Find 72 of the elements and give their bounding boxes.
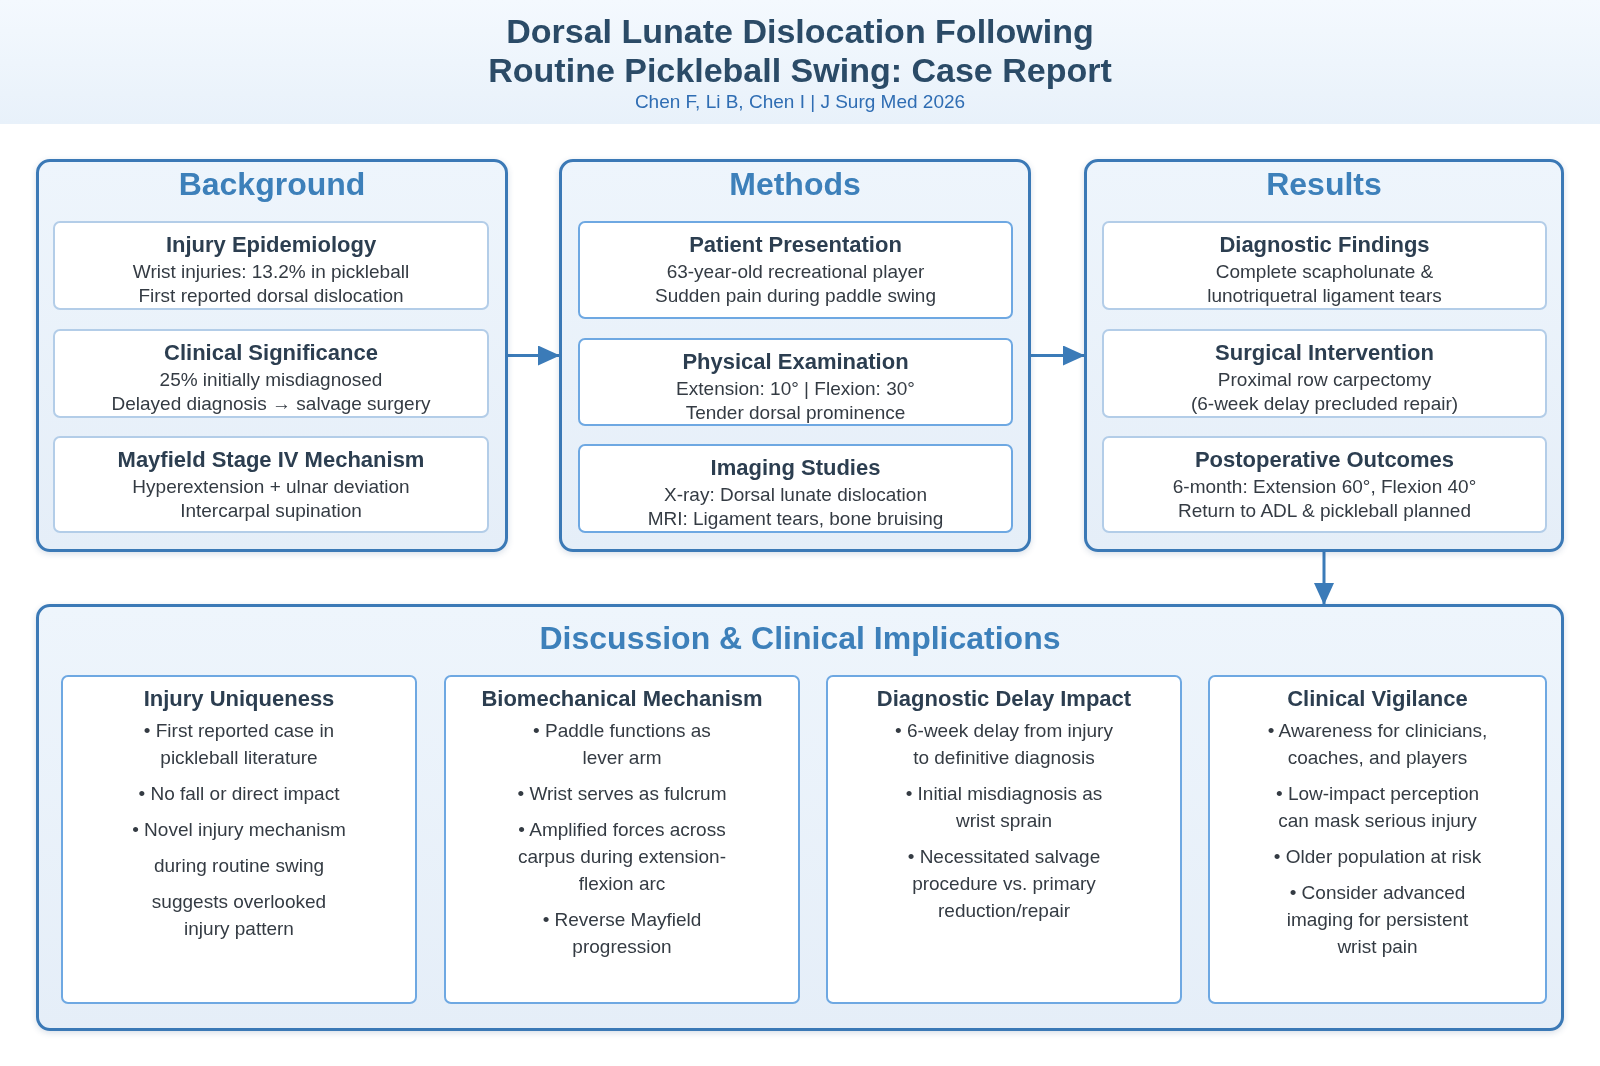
bullet-point: • Paddle functions as lever arm (532, 719, 712, 770)
content-card (61, 675, 417, 1004)
bullet-point: • Necessitated salvage procedure vs. primary reduction/repair (906, 845, 1102, 923)
content-card (1208, 675, 1547, 1004)
bullet-point: • Awareness for clinicians, coaches, and players (1266, 719, 1489, 770)
bullet-point: • First reported case in pickleball literature (142, 719, 336, 770)
arrow (1031, 345, 1085, 366)
card-text: Complete scapholunate & lunotriquetral ligament tears (1206, 260, 1443, 308)
card-heading: Physical Examination (682, 348, 909, 376)
card-heading: Clinical Vigilance (1287, 685, 1468, 713)
bullet-point: • Reverse Mayfield progression (541, 908, 703, 959)
section-heading: Background (177, 165, 367, 203)
bullet-point: during routine swing (153, 854, 324, 878)
card-heading: Patient Presentation (689, 231, 902, 259)
card-text: X-ray: Dorsal lunate dislocation (664, 483, 927, 507)
card-heading: Clinical Significance (164, 339, 378, 367)
section-heading: Discussion & Clinical Implications (538, 619, 1062, 657)
section-panel (36, 604, 1564, 1031)
card-text: Tender dorsal prominence (685, 401, 906, 425)
bullet-point: • Consider advanced imaging for persistent wrist pain (1285, 881, 1470, 959)
card-heading: Postoperative Outcomes (1194, 446, 1455, 474)
card-text: 63-year-old recreational player (666, 260, 925, 284)
section-panel (1084, 159, 1564, 552)
content-card (1102, 329, 1547, 418)
bullet-point: suggests overlooked injury pattern (150, 890, 328, 941)
card-heading: Imaging Studies (710, 454, 881, 482)
bullet-point: • Older population at risk (1273, 845, 1482, 869)
bullet-point: • Initial misdiagnosis as wrist sprain (904, 782, 1104, 833)
card-text: Return to ADL & pickleball planned (1178, 499, 1471, 523)
card-text: Proximal row carpectomy (1217, 368, 1432, 392)
author-citation: Chen F, Li B, Chen I | J Surg Med 2026 (634, 90, 966, 113)
card-heading: Surgical Intervention (1215, 339, 1434, 367)
card-text: Intercarpal supination (180, 499, 362, 523)
arrow (508, 345, 560, 366)
content-card (1102, 436, 1547, 533)
card-text: Delayed diagnosis → salvage surgery (111, 392, 431, 416)
card-text: 6-month: Extension 60°, Flexion 40° (1172, 475, 1477, 499)
section-panel (36, 159, 508, 552)
card-text: Sudden pain during paddle swing (655, 284, 936, 308)
content-card (53, 436, 489, 533)
card-text: Extension: 10° | Flexion: 30° (676, 377, 915, 401)
bullet-point: • No fall or direct impact (138, 782, 340, 806)
card-text: 25% initially misdiagnosed (159, 368, 383, 392)
card-text: MRI: Ligament tears, bone bruising (647, 507, 944, 531)
content-card (578, 221, 1013, 319)
content-card (444, 675, 800, 1004)
card-text: Hyperextension + ulnar deviation (132, 475, 410, 499)
section-heading: Results (1265, 165, 1383, 203)
card-text: Wrist injuries: 13.2% in pickleball (132, 260, 410, 284)
bullet-point: • Amplified forces across carpus during extension-flexion arc (516, 818, 728, 896)
section-panel (559, 159, 1031, 552)
card-heading: Biomechanical Mechanism (481, 685, 763, 713)
content-card (53, 221, 489, 310)
bullet-point: • Wrist serves as fulcrum (517, 782, 727, 806)
card-text: First reported dorsal dislocation (138, 284, 404, 308)
bullet-point: • 6-week delay from injury to definitive diagnosis (894, 719, 1114, 770)
content-card (1102, 221, 1547, 310)
card-text: (6-week delay precluded repair) (1190, 392, 1459, 416)
bullet-point: • Low-impact perception can mask serious injury (1274, 782, 1481, 833)
card-heading: Diagnostic Delay Impact (876, 685, 1132, 713)
content-card (826, 675, 1182, 1004)
card-heading: Injury Epidemiology (165, 231, 377, 259)
content-card (578, 444, 1013, 533)
content-card (53, 329, 489, 418)
content-card (578, 338, 1013, 426)
card-heading: Injury Uniqueness (143, 685, 335, 713)
card-heading: Diagnostic Findings (1219, 231, 1430, 259)
bullet-point: • Novel injury mechanism (132, 818, 346, 842)
section-heading: Methods (728, 165, 862, 203)
diagram-title: Dorsal Lunate Dislocation Following Routine Pickleball Swing: Case Report (487, 12, 1113, 90)
arrow (1314, 552, 1334, 605)
card-heading: Mayfield Stage IV Mechanism (117, 446, 425, 474)
